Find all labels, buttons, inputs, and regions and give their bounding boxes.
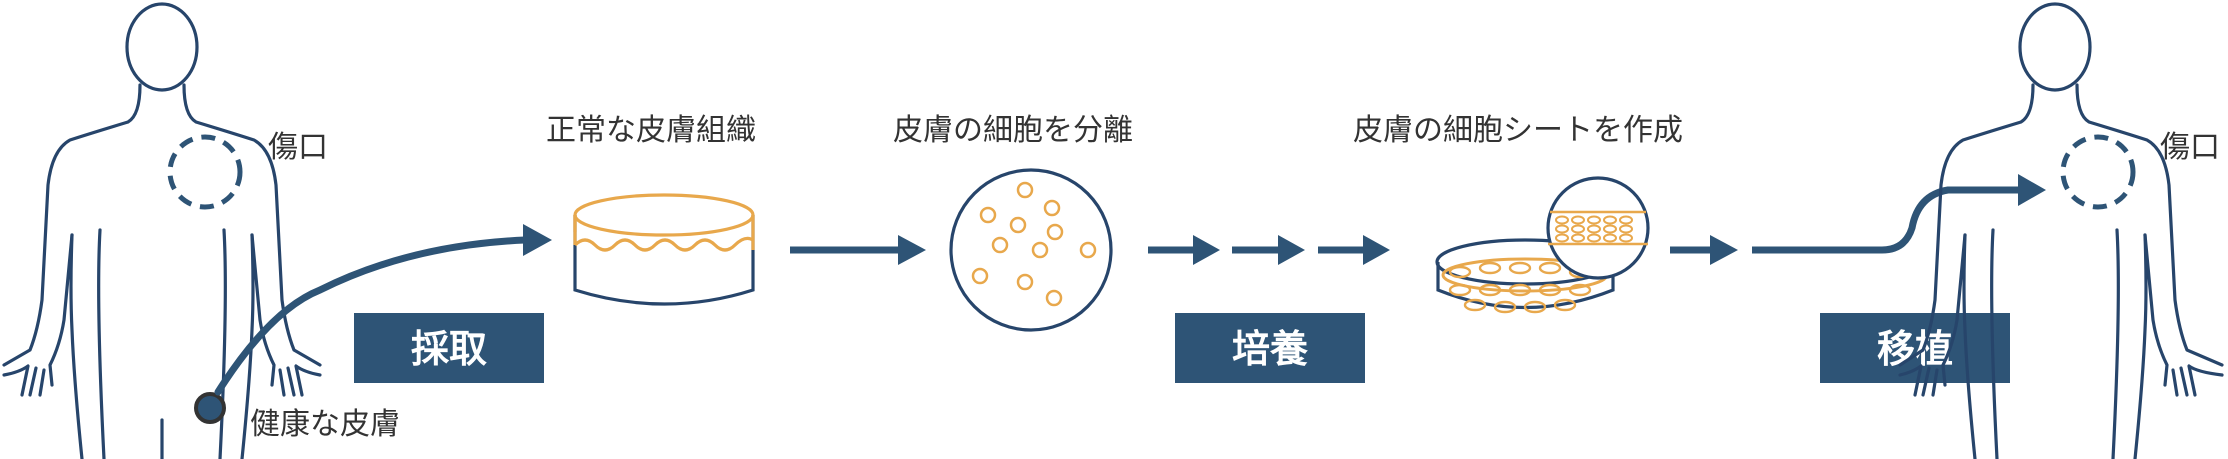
transplant-arrow: [1752, 186, 2020, 254]
harvest-arrowhead: [523, 224, 552, 256]
cell-separation-label: 皮膚の細胞を分離: [893, 113, 1133, 148]
harvest-step-label: 採取: [411, 327, 487, 371]
culture-step-label: 培養: [1232, 327, 1308, 371]
harvest-curve-arrow: [214, 236, 529, 396]
culture-arrows: [1148, 235, 1390, 265]
cell-sheet-magnifier: [1546, 176, 1650, 280]
left-wound-label: 傷口: [268, 130, 328, 165]
transplant-step-label: 移植: [1877, 327, 1953, 371]
normal-tissue-dish: [573, 193, 755, 306]
harvest-step-box: [354, 313, 544, 383]
left-body-outline: [2, 2, 322, 459]
normal-tissue-label: 正常な皮膚組織: [546, 113, 756, 148]
healthy-skin-dot: [194, 392, 226, 424]
healthy-skin-label: 健康な皮膚: [250, 407, 400, 442]
right-wound-circle: [2060, 134, 2136, 210]
right-body-outline: [1898, 2, 2224, 459]
cell-sheet-label: 皮膚の細胞シートを作成: [1353, 113, 1683, 148]
culture-step-box: [1175, 313, 1365, 383]
transplant-arrowhead: [2018, 174, 2046, 206]
right-wound-label: 傷口: [2160, 130, 2220, 165]
arrow-after-sheet-head: [1710, 235, 1738, 265]
arrow-to-separation-head: [898, 235, 926, 265]
separated-cells: [971, 181, 1097, 307]
left-wound-circle: [167, 134, 243, 210]
separated-cells-circle: [949, 168, 1113, 332]
